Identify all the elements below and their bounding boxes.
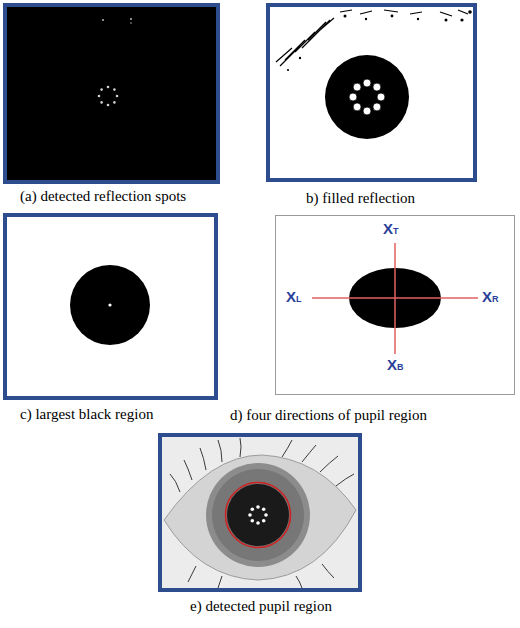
panel-caption: e) detected pupil region xyxy=(190,597,332,615)
image-panel: e) detected pupil region xyxy=(160,435,360,590)
iris-inner xyxy=(212,469,304,561)
detected-pupil-circle xyxy=(226,483,291,548)
panel-caption: c) largest black region xyxy=(20,405,153,423)
filled-reflection-image xyxy=(268,5,475,180)
pupil-blob xyxy=(70,265,150,345)
pupil-blob xyxy=(325,55,409,139)
eyelashes xyxy=(170,438,354,588)
direction-label: XL xyxy=(286,288,302,308)
eye-photo xyxy=(160,435,360,590)
direction-label: XB xyxy=(387,356,404,376)
filled-spots xyxy=(349,79,385,115)
image-frame xyxy=(160,435,360,590)
eye-outline xyxy=(164,455,356,580)
reflection-spots-image xyxy=(5,5,218,182)
pupil xyxy=(227,484,289,546)
iris xyxy=(206,463,310,567)
vertical-axis xyxy=(394,243,396,354)
largest-region-image xyxy=(5,215,216,398)
pupil-directions-image xyxy=(276,216,515,395)
direction-label: XR xyxy=(482,288,499,308)
image-frame xyxy=(268,5,475,180)
image-frame xyxy=(276,216,515,395)
image-frame xyxy=(5,215,216,398)
panel-caption: b) filled reflection xyxy=(306,189,415,207)
reflection-spots xyxy=(248,505,268,525)
direction-label: XT xyxy=(383,220,399,240)
image-panel: (a) detected reflection spots xyxy=(5,5,218,182)
panel-caption: d) four directions of pupil region xyxy=(230,406,427,424)
panel-caption: (a) detected reflection spots xyxy=(20,187,186,205)
image-panel: c) largest black region xyxy=(5,215,216,398)
image-panel: b) filled reflection xyxy=(268,5,475,180)
image-frame xyxy=(5,5,218,182)
reflection-spots xyxy=(98,18,132,106)
center-dot xyxy=(108,303,111,306)
